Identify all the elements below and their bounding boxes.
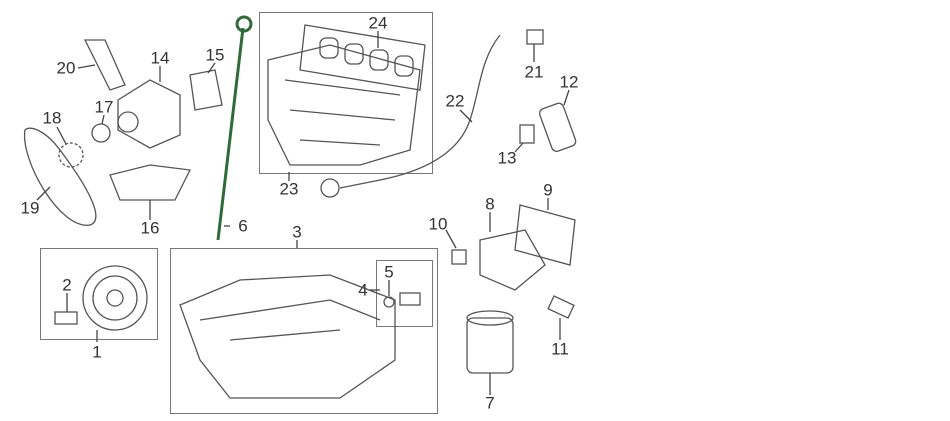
callout-4[interactable]: 4 [358, 280, 368, 300]
callout-12[interactable]: 12 [559, 72, 579, 92]
callout-15[interactable]: 15 [205, 45, 225, 65]
oil-dipstick[interactable] [216, 15, 253, 241]
group-box-oil-pan [170, 248, 438, 414]
callout-11[interactable]: 11 [551, 339, 569, 359]
seal-17[interactable] [91, 123, 111, 143]
oil-filter-adapter[interactable] [479, 229, 546, 291]
callout-21[interactable]: 21 [524, 62, 544, 82]
pressure-switch[interactable] [547, 295, 575, 319]
callout-16[interactable]: 16 [140, 218, 160, 238]
callout-19[interactable]: 19 [20, 198, 40, 218]
group-box-intake-manifold [259, 12, 433, 174]
pulley-bolt[interactable] [54, 311, 78, 325]
callout-1[interactable]: 1 [92, 342, 102, 362]
cover-16[interactable] [109, 164, 191, 201]
crank-pulley[interactable] [82, 265, 148, 331]
valve-12[interactable] [538, 102, 577, 153]
callout-24[interactable]: 24 [368, 13, 388, 33]
callout-18[interactable]: 18 [42, 108, 62, 128]
callout-5[interactable]: 5 [384, 262, 394, 282]
vacuum-pump[interactable] [117, 79, 181, 149]
oil-pan[interactable] [179, 274, 396, 399]
callout-17[interactable]: 17 [94, 97, 114, 117]
callout-10[interactable]: 10 [428, 214, 448, 234]
drive-belt[interactable] [24, 127, 97, 226]
bolt-10[interactable] [451, 249, 467, 265]
gasket-15[interactable] [189, 69, 223, 111]
callout-3[interactable]: 3 [292, 222, 302, 242]
callout-7[interactable]: 7 [485, 393, 495, 413]
sensor-21[interactable] [526, 29, 544, 45]
callout-23[interactable]: 23 [279, 179, 299, 199]
callout-13[interactable]: 13 [497, 148, 517, 168]
gasket-9[interactable] [514, 204, 576, 266]
callout-8[interactable]: 8 [485, 194, 495, 214]
callout-14[interactable]: 14 [150, 48, 170, 68]
bolt-13[interactable] [519, 124, 535, 144]
intake-manifold[interactable] [267, 44, 421, 166]
callout-20[interactable]: 20 [56, 58, 76, 78]
gasket-18[interactable] [58, 142, 84, 168]
oil-filter[interactable] [466, 310, 514, 374]
bracket-20[interactable] [83, 39, 126, 91]
callout-22[interactable]: 22 [445, 91, 465, 111]
leader-lines [36, 31, 570, 395]
group-box-pulley [40, 248, 158, 340]
callout-9[interactable]: 9 [543, 180, 553, 200]
callout-6[interactable]: 6 [238, 216, 248, 236]
drain-plug[interactable] [383, 292, 421, 308]
manifold-gasket[interactable] [299, 24, 426, 91]
callout-2[interactable]: 2 [62, 275, 72, 295]
